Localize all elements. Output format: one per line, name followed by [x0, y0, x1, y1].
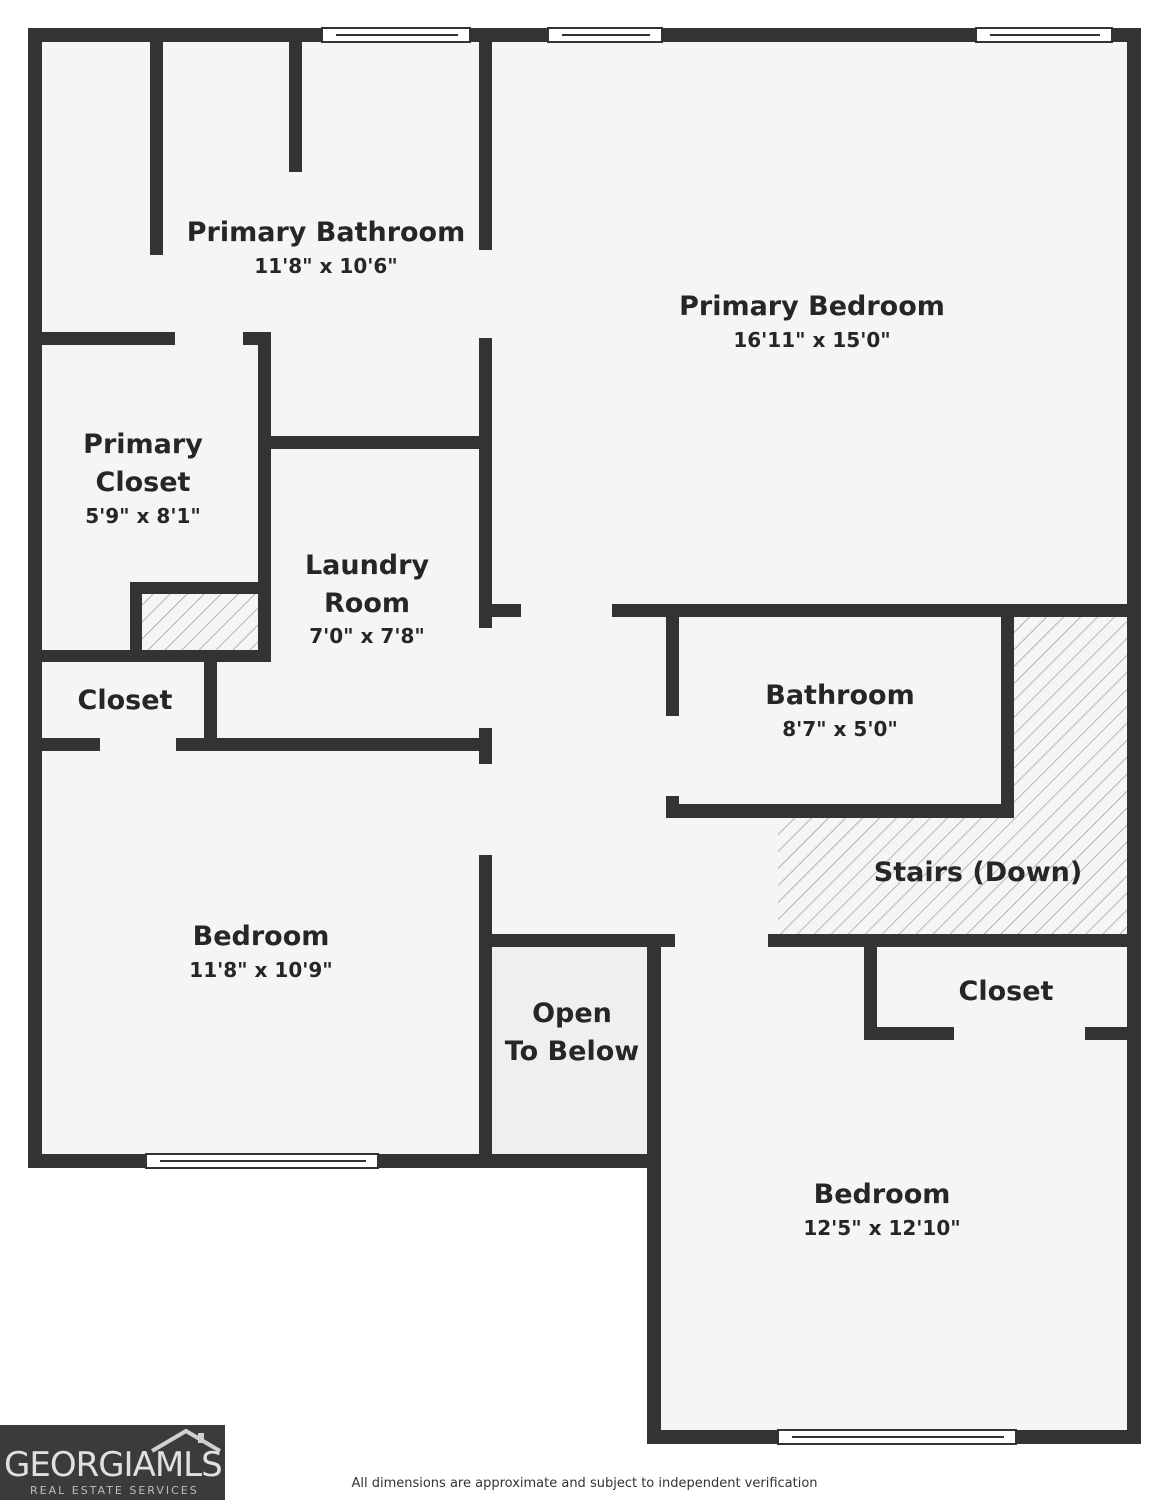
window-top-1	[321, 27, 471, 43]
wall-left	[28, 28, 42, 1168]
primary-bedroom-dim: 16'11" x 15'0"	[733, 328, 890, 352]
open-below-name-line2: To Below	[505, 1036, 639, 1067]
wall-closet-right-bottom-b	[1085, 1027, 1134, 1040]
wall-closet-right-left	[864, 940, 877, 1040]
windows	[145, 27, 1113, 1445]
primary-closet-name-line1: Primary	[83, 429, 203, 460]
stairs-name: Stairs (Down)	[874, 857, 1082, 888]
wall-small-closet-bottom-a	[35, 738, 100, 751]
laundry-room-dim: 7'0" x 7'8"	[309, 624, 425, 648]
logo-subtext: REAL ESTATE SERVICES	[30, 1484, 199, 1497]
primary-closet-name-line2: Closet	[96, 467, 191, 498]
open-below-name-line1: Open	[532, 998, 612, 1029]
laundry-room-name-line2: Room	[324, 588, 410, 619]
laundry-room-name-line1: Laundry	[305, 550, 430, 581]
wall-bath-stub	[289, 35, 302, 172]
wall-open-right	[647, 940, 661, 1165]
open-below-area	[490, 943, 652, 1157]
wall-bath2-right	[1001, 604, 1014, 818]
closet-right-name: Closet	[959, 976, 1054, 1007]
roof-icon	[150, 1428, 222, 1453]
wall-small-closet-right	[204, 650, 217, 750]
bedroom-left-dim: 11'8" x 10'9"	[189, 958, 332, 982]
stairs-hatch	[778, 613, 1132, 940]
window-top-2	[547, 27, 663, 43]
primary-bathroom-name: Primary Bathroom	[187, 217, 466, 248]
wall-center-vertical-2	[479, 338, 492, 628]
primary-bathroom-dim: 11'8" x 10'6"	[254, 254, 397, 278]
logo-text: GEORGIAMLS	[4, 1445, 223, 1485]
window-bottom-left	[145, 1153, 379, 1169]
wall-bedroom-bottom-b	[612, 604, 1134, 617]
wall-nook-left	[130, 582, 142, 662]
wall-bedroom-bottom-a	[485, 604, 521, 617]
wall-closet-top-a	[35, 332, 175, 345]
bathroom-name: Bathroom	[765, 680, 914, 711]
wall-nook-top	[130, 582, 270, 594]
wall-bath2-left-a	[666, 604, 679, 716]
closet-nook-hatch	[137, 590, 264, 654]
floor-bottom-right-section	[654, 940, 1134, 1437]
georgia-mls-logo: GEORGIAMLS REAL ESTATE SERVICES	[0, 1425, 225, 1500]
primary-closet-dim: 5'9" x 8'1"	[85, 504, 201, 528]
bathroom-dim: 8'7" x 5'0"	[782, 717, 898, 741]
wall-right	[1127, 28, 1141, 1444]
window-top-3	[975, 27, 1113, 43]
window-bottom-right	[777, 1429, 1017, 1445]
wall-center-vertical-4	[479, 855, 492, 1160]
bedroom-right-dim: 12'5" x 12'10"	[803, 1216, 960, 1240]
wall-closet-bottom	[35, 650, 271, 662]
wall-small-closet-bottom-b	[176, 738, 488, 751]
wall-center-vertical-1	[479, 35, 492, 250]
wall-stairs-bottom-a	[485, 934, 675, 947]
wall-stairs-bottom-b	[768, 934, 1134, 947]
wall-bath2-bottom	[666, 804, 1014, 818]
wall-closet-right	[258, 332, 271, 662]
bedroom-left-name: Bedroom	[193, 921, 330, 952]
wall-bath-left	[150, 35, 163, 255]
wall-laundry-top	[258, 436, 488, 449]
disclaimer-text: All dimensions are approximate and subje…	[351, 1476, 818, 1491]
bedroom-right-name: Bedroom	[814, 1179, 951, 1210]
room-labels: Primary Bathroom 11'8" x 10'6" Primary B…	[78, 217, 1083, 1240]
closet-left-name: Closet	[78, 685, 173, 716]
wall-closet-right-bottom-a	[864, 1027, 954, 1040]
primary-bedroom-name: Primary Bedroom	[679, 291, 945, 322]
